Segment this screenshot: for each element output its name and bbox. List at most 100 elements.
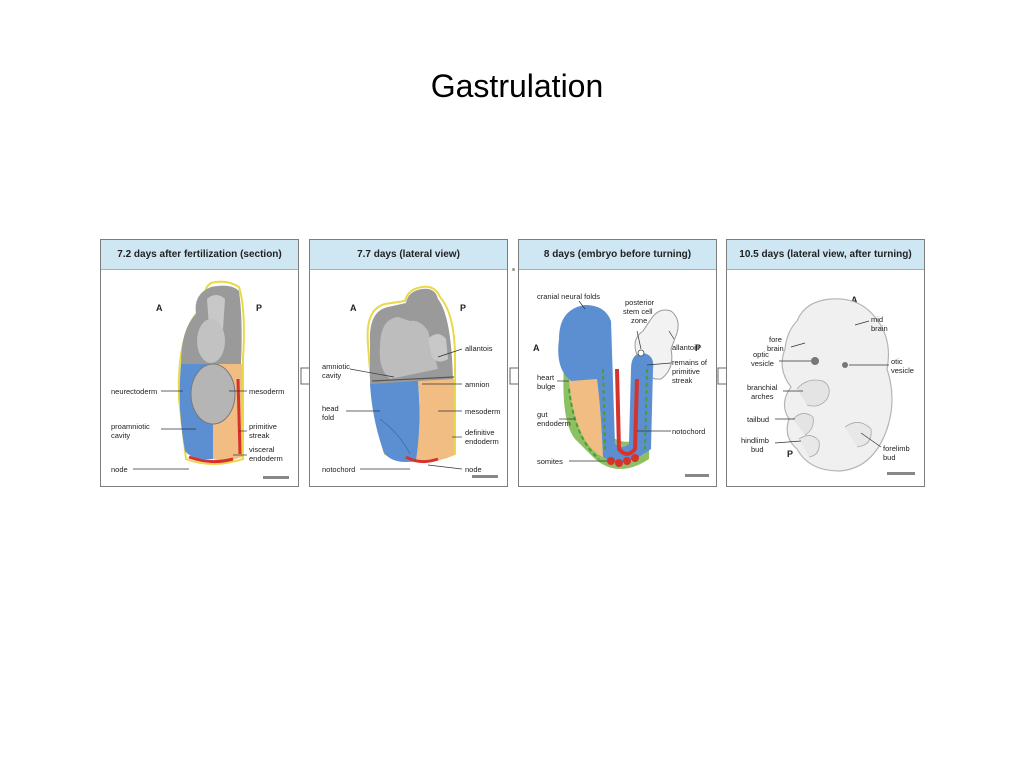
label-fold: fold [322,413,334,422]
somite [623,457,631,465]
embryo-before-turning-diagram: A P cran [533,292,709,477]
anterior-label: A [350,303,357,313]
label-otic-vesicle: vesicle [891,366,914,375]
hindlimb-bud-shape [798,435,820,458]
label-fore-brain: brain [767,344,784,353]
stray-dot [512,268,515,271]
label-amniotic: amniotic [322,362,350,371]
label-endoderm: endoderm [465,437,499,446]
anterior-label: A [156,303,163,313]
node-mark [405,455,439,464]
posterior-label: P [695,343,701,353]
panel-7-7-days: 7.7 days (lateral view) A P allantois am… [309,239,508,487]
anterior-label: A [851,295,858,305]
head-fold-region [370,381,420,462]
label-forelimb: forelimb [883,444,910,453]
node-mark [188,455,234,464]
leader-line [349,368,395,378]
embryo-after-turning-diagram: A P fore brain mid brain optic vesicle o… [741,295,915,475]
label-posterior: posterior [625,298,655,307]
posterior-label: P [460,303,466,313]
tailbud-shape [792,413,814,436]
forelimb-bud-shape [844,422,872,448]
anterior-label: A [533,343,540,353]
stem-cell-zone-marker [637,349,645,357]
label-definitive: definitive [465,428,495,437]
primitive-streak-mark [236,378,242,455]
label-optic: optic [753,350,769,359]
label-mid-brain: brain [871,324,888,333]
label-cavity: cavity [111,431,130,440]
label-neurectoderm: neurectoderm [111,387,157,396]
somite-line [602,368,606,450]
scale-bar [685,474,709,477]
visceral-endoderm-outline [177,280,245,465]
label-optic-vesicle: vesicle [751,359,774,368]
label-notochord: notochord [672,427,705,436]
leader-line [668,330,675,340]
panel-8-days: 8 days (embryo before turning) A P [518,239,717,487]
label-zone: zone [631,316,647,325]
label-hindlimb: hindlimb [741,436,769,445]
amnion-line [371,376,455,382]
allantois-shape [428,334,448,362]
label-node: node [111,465,128,474]
fold-line [379,418,411,455]
amniotic-cavity-shape [379,317,438,379]
leader-line [860,432,882,448]
leader-line [790,342,806,348]
embryo-section-diagram: A P neurectoderm mesoderm proamniotic ca… [111,280,289,479]
panel-header: 10.5 days (lateral view, after turning) [727,240,924,270]
leader-line [646,362,672,366]
label-mesoderm: mesoderm [465,407,500,416]
label-allantois: allantois [672,343,700,352]
otic-vesicle-dot [842,362,848,368]
leader-line [636,330,642,350]
panel-7-2-days: 7.2 days after fertilization (section) A… [100,239,299,487]
leader-line [578,300,586,310]
label-streak: streak [672,376,693,385]
label-remains-of: remains of [672,358,708,367]
label-node: node [465,465,482,474]
label-head: head [322,404,339,413]
label-primitive: primitive [672,367,700,376]
label-amnion: amnion [465,380,490,389]
somite-line [568,388,600,460]
branchial-arches-shape [796,379,830,407]
leader-line [854,320,870,326]
upper-cavity-shape [197,319,225,363]
label-allantois: allantois [465,344,493,353]
label-mid: mid [871,315,883,324]
panel-header: 7.7 days (lateral view) [310,240,507,270]
label-streak: streak [249,431,270,440]
label-bulge: bulge [537,382,555,391]
scale-bar [887,472,915,475]
label-forelimb-bud: bud [883,453,896,462]
panel-header: 8 days (embryo before turning) [519,240,716,270]
leader-line [774,440,802,444]
slide-title: Gastrulation [430,68,604,104]
scale-bar [263,476,289,479]
mesoderm-region [569,377,645,462]
label-arches: arches [751,392,774,401]
leader-line [427,464,463,470]
label-fore: fore [769,335,782,344]
panel-header: 7.2 days after fertilization (section) [101,240,298,270]
somite [607,457,615,465]
label-endoderm: endoderm [249,454,283,463]
label-visceral: visceral [249,445,275,454]
label-primitive: primitive [249,422,277,431]
label-tailbud: tailbud [747,415,769,424]
label-heart: heart [537,373,555,382]
label-cavity: cavity [322,371,341,380]
leader-line [437,348,463,358]
label-endoderm: endoderm [537,419,571,428]
posterior-label: P [787,449,793,459]
notochord-mark [615,368,639,456]
somite-line [644,368,648,450]
somite [631,454,639,462]
posterior-label: P [256,303,262,313]
mesoderm-region [416,379,454,462]
label-notochord: notochord [322,465,355,474]
embryo-lateral-diagram: A P allantois amniotic cavity amnion hea… [322,285,500,478]
